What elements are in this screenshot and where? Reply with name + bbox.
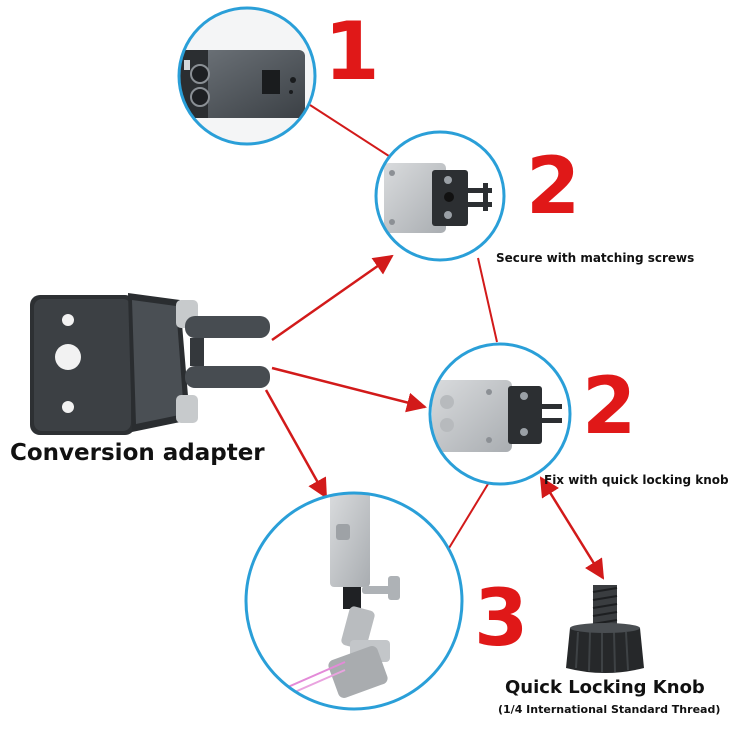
step-number-2-second: 2	[582, 362, 637, 452]
knob-title: Quick Locking Knob	[505, 677, 705, 698]
conversion-adapter-photo	[30, 293, 270, 435]
step-2b-circle	[428, 342, 572, 486]
step-2b-photo	[428, 342, 572, 486]
arrows	[264, 254, 605, 580]
step-number-2: 2	[526, 142, 581, 232]
connector-1-2	[309, 104, 393, 159]
step-number-3: 3	[474, 574, 529, 664]
knob-thread-note: (1/4 International Standard Thread)	[498, 703, 721, 716]
step-2-circle	[374, 130, 506, 262]
conversion-adapter-label: Conversion adapter	[10, 440, 265, 466]
step-1-photo	[177, 6, 317, 146]
arrow-knob-to-step-2b	[539, 476, 605, 580]
arrow-to-step-3	[264, 389, 328, 499]
connector-2-3	[477, 257, 498, 343]
step-1-circle	[177, 6, 317, 146]
connector-lines	[309, 104, 498, 554]
step-number-1: 1	[324, 5, 380, 98]
quick-locking-knob-photo	[566, 585, 644, 673]
connector-3-4	[445, 483, 489, 554]
arrow-to-step-2b	[271, 366, 427, 413]
step-2-photo	[374, 130, 506, 262]
fix-knob-caption: Fix with quick locking knob	[544, 473, 729, 487]
arrow-to-step-2	[271, 254, 394, 342]
step-3-circle	[244, 491, 464, 711]
step-3-photo	[244, 491, 464, 711]
secure-screws-caption: Secure with matching screws	[496, 251, 695, 265]
